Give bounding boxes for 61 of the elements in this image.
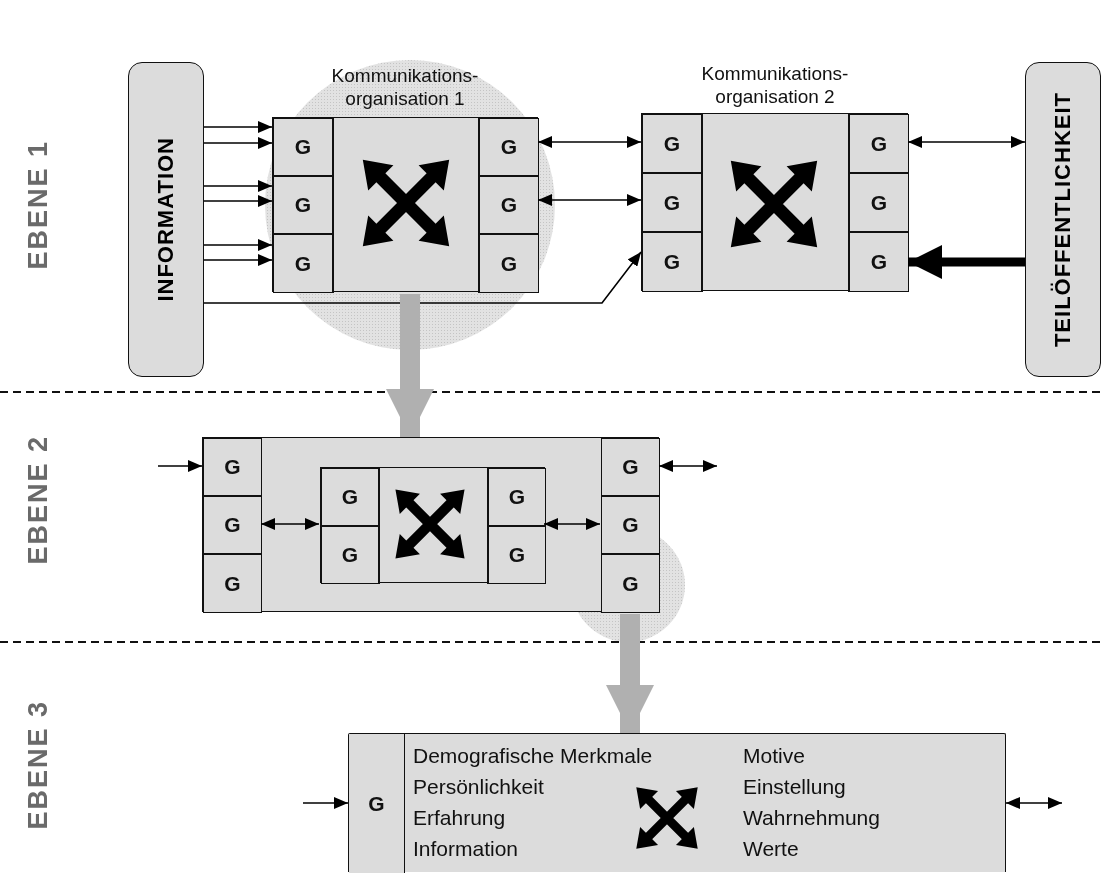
gateway-cell: G <box>488 468 546 526</box>
gateway-cell: G <box>273 234 333 293</box>
module-heading: Kommunikations- organisation 2 <box>700 62 850 109</box>
attribute-text: Erfahrung <box>413 806 506 830</box>
gateway-cell: G <box>203 496 262 554</box>
gateway-cell: G <box>601 554 660 613</box>
module-box <box>202 437 659 612</box>
attribute-text: Demografische Merkmale <box>413 744 653 768</box>
zoom-arrow <box>606 614 654 733</box>
arrow <box>203 180 273 192</box>
level-label: EBENE 3 <box>22 700 54 830</box>
attribute-text: Werte <box>743 837 799 861</box>
gateway-cell: G <box>849 232 909 292</box>
gateway-cell: G <box>203 438 262 496</box>
gateway-cell: G <box>273 118 333 176</box>
arrow <box>203 254 273 266</box>
gateway-cell: G <box>849 173 909 232</box>
arrow <box>203 239 273 251</box>
arrow <box>203 121 273 133</box>
module-heading: Kommunikations- organisation 1 <box>330 64 480 111</box>
arrow <box>907 136 1026 148</box>
arrow <box>203 251 642 304</box>
arrow <box>203 195 273 207</box>
level-label: EBENE 1 <box>22 140 54 270</box>
gateway-cell: G <box>601 496 660 554</box>
side-panel <box>128 62 204 377</box>
arrow <box>543 518 601 530</box>
arrow <box>537 136 642 148</box>
arrow <box>302 797 349 809</box>
gateway-cell: G <box>321 468 379 526</box>
arrow <box>203 137 273 149</box>
gateway-cell: G <box>642 114 702 173</box>
arrow <box>908 245 1025 279</box>
arrow <box>260 518 320 530</box>
gateway-cell: G <box>849 114 909 173</box>
arrow <box>658 460 718 472</box>
gateway-cell: G <box>479 118 539 176</box>
gateway-cell: G <box>601 438 660 496</box>
side-panel <box>1025 62 1101 377</box>
attribute-text: Persönlichkeit <box>413 775 544 799</box>
module-box <box>320 467 545 583</box>
gateway-cell: G <box>488 526 546 584</box>
gateway-cell: G <box>479 234 539 293</box>
arrow <box>1005 797 1063 809</box>
gateway-cell: G <box>203 554 262 613</box>
attribute-text: Einstellung <box>743 775 846 799</box>
gateway-cell: G <box>479 176 539 234</box>
side-label: TEILÖFFENTLICHKEIT <box>1050 91 1076 348</box>
arrow <box>157 460 203 472</box>
gateway-cell: G <box>642 173 702 232</box>
arrow <box>537 194 642 206</box>
attribute-text: Wahrnehmung <box>743 806 880 830</box>
level-label: EBENE 2 <box>22 435 54 565</box>
attribute-text: Motive <box>743 744 805 768</box>
gateway-cell: G <box>321 526 379 584</box>
zoom-arrow <box>386 294 434 437</box>
gateway-cell: G <box>642 232 702 292</box>
side-label: INFORMATION <box>153 137 179 302</box>
attribute-text: Information <box>413 837 519 861</box>
gateway-cell: G <box>349 734 405 873</box>
gateway-cell: G <box>273 176 333 234</box>
